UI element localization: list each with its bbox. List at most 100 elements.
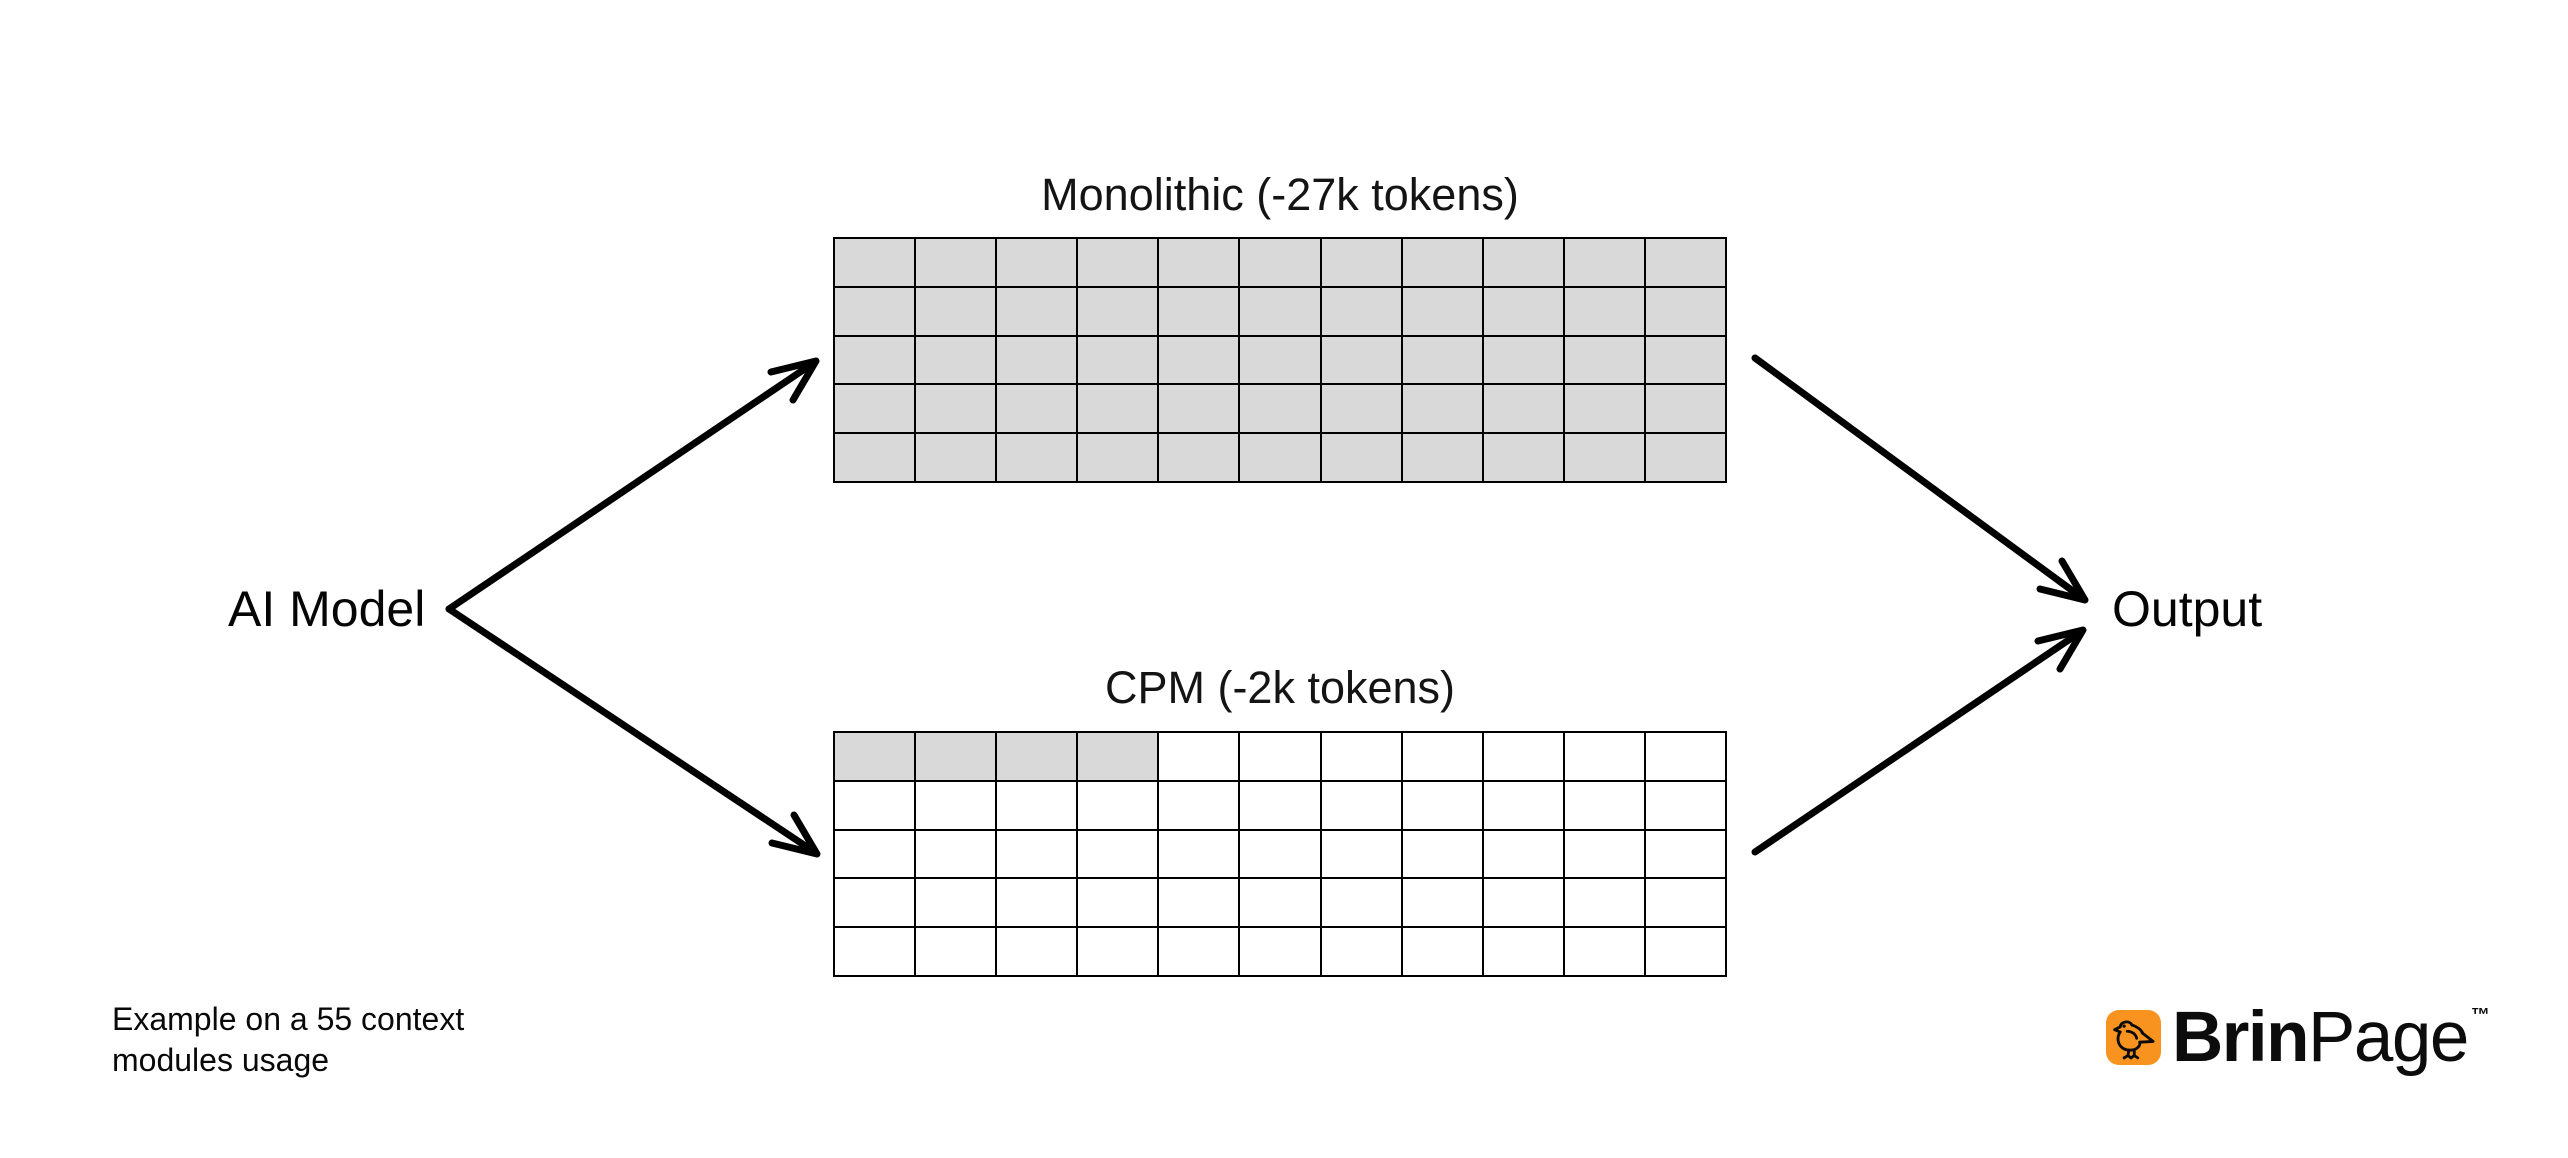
token-cell xyxy=(997,781,1077,829)
token-cell xyxy=(1240,781,1320,829)
caption-line-1: Example on a 55 context xyxy=(112,1001,465,1037)
token-cell xyxy=(1645,781,1725,829)
caption-line-2: modules usage xyxy=(112,1042,330,1078)
token-cell xyxy=(1402,733,1482,780)
token-cell xyxy=(835,733,915,780)
token-cell xyxy=(1159,239,1239,286)
brand-name-light: Page xyxy=(2308,997,2469,1077)
token-cell xyxy=(1321,781,1401,829)
token-cell xyxy=(1321,928,1401,975)
bird-icon xyxy=(2106,1009,2161,1065)
token-cell xyxy=(1483,733,1563,780)
token-cell xyxy=(916,287,996,335)
token-cell xyxy=(1078,336,1158,384)
cpm-title: CPM (-2k tokens) xyxy=(1104,662,1456,713)
token-cell xyxy=(1645,239,1725,286)
token-cell xyxy=(835,239,915,286)
token-cell xyxy=(997,879,1077,927)
token-cell xyxy=(835,336,915,384)
token-cell xyxy=(1078,434,1158,481)
ai-model-label: AI Model xyxy=(228,581,426,637)
token-cell xyxy=(1564,336,1644,384)
token-cell xyxy=(1402,287,1482,335)
token-cell xyxy=(1645,385,1725,433)
token-cell xyxy=(1564,385,1644,433)
token-cell xyxy=(1078,781,1158,829)
token-cell xyxy=(1564,239,1644,286)
token-cell xyxy=(1645,928,1725,975)
token-cell xyxy=(1321,239,1401,286)
token-cell xyxy=(1321,336,1401,384)
token-cell xyxy=(997,239,1077,286)
token-cell xyxy=(1645,879,1725,927)
token-cell xyxy=(1483,239,1563,286)
token-cell xyxy=(916,879,996,927)
token-cell xyxy=(916,781,996,829)
token-cell xyxy=(1159,287,1239,335)
token-cell xyxy=(916,733,996,780)
token-cell xyxy=(1645,733,1725,780)
token-cell xyxy=(1321,385,1401,433)
token-cell xyxy=(1240,928,1320,975)
token-cell xyxy=(916,830,996,878)
token-cell xyxy=(1159,733,1239,780)
output-label: Output xyxy=(2112,581,2263,637)
token-cell xyxy=(1564,781,1644,829)
brand-name-bold: Brin xyxy=(2172,997,2310,1077)
token-cell xyxy=(997,733,1077,780)
token-cell xyxy=(916,928,996,975)
token-cell xyxy=(1159,336,1239,384)
token-cell xyxy=(1240,385,1320,433)
token-cell xyxy=(1240,879,1320,927)
token-cell xyxy=(1483,879,1563,927)
token-cell xyxy=(1483,287,1563,335)
token-cell xyxy=(997,287,1077,335)
token-cell xyxy=(835,928,915,975)
token-cell xyxy=(1402,434,1482,481)
token-cell xyxy=(1240,830,1320,878)
token-cell xyxy=(1645,287,1725,335)
token-cell xyxy=(1483,336,1563,384)
arrow-ai-to-cpm xyxy=(445,605,821,858)
token-cell xyxy=(1078,830,1158,878)
token-cell xyxy=(1645,336,1725,384)
token-cell xyxy=(835,287,915,335)
token-cell xyxy=(1483,928,1563,975)
token-cell xyxy=(1564,287,1644,335)
token-cell xyxy=(1240,336,1320,384)
token-cell xyxy=(916,239,996,286)
token-cell xyxy=(1564,733,1644,780)
token-cell xyxy=(916,336,996,384)
token-cell xyxy=(1645,830,1725,878)
token-cell xyxy=(1240,434,1320,481)
token-cell xyxy=(997,928,1077,975)
token-cell xyxy=(1159,385,1239,433)
token-cell xyxy=(1159,781,1239,829)
token-cell xyxy=(997,830,1077,878)
token-cell xyxy=(1321,287,1401,335)
token-cell xyxy=(835,385,915,433)
token-cell xyxy=(1240,733,1320,780)
token-cell xyxy=(916,434,996,481)
token-cell xyxy=(997,385,1077,433)
token-cell xyxy=(1483,385,1563,433)
token-cell xyxy=(1483,781,1563,829)
token-cell xyxy=(1402,336,1482,384)
token-cell xyxy=(997,434,1077,481)
trademark-symbol: ™ xyxy=(2470,1004,2490,1026)
token-cell xyxy=(1483,830,1563,878)
token-cell xyxy=(1564,928,1644,975)
token-cell xyxy=(1402,830,1482,878)
token-cell xyxy=(1564,830,1644,878)
monolithic-title: Monolithic (-27k tokens) xyxy=(1041,169,1519,220)
token-cell xyxy=(916,385,996,433)
token-cell xyxy=(1564,879,1644,927)
arrow-cpm-to-output xyxy=(1751,626,2087,856)
token-cell xyxy=(1240,239,1320,286)
token-cell xyxy=(1483,434,1563,481)
token-cell xyxy=(835,830,915,878)
token-cell xyxy=(1645,434,1725,481)
